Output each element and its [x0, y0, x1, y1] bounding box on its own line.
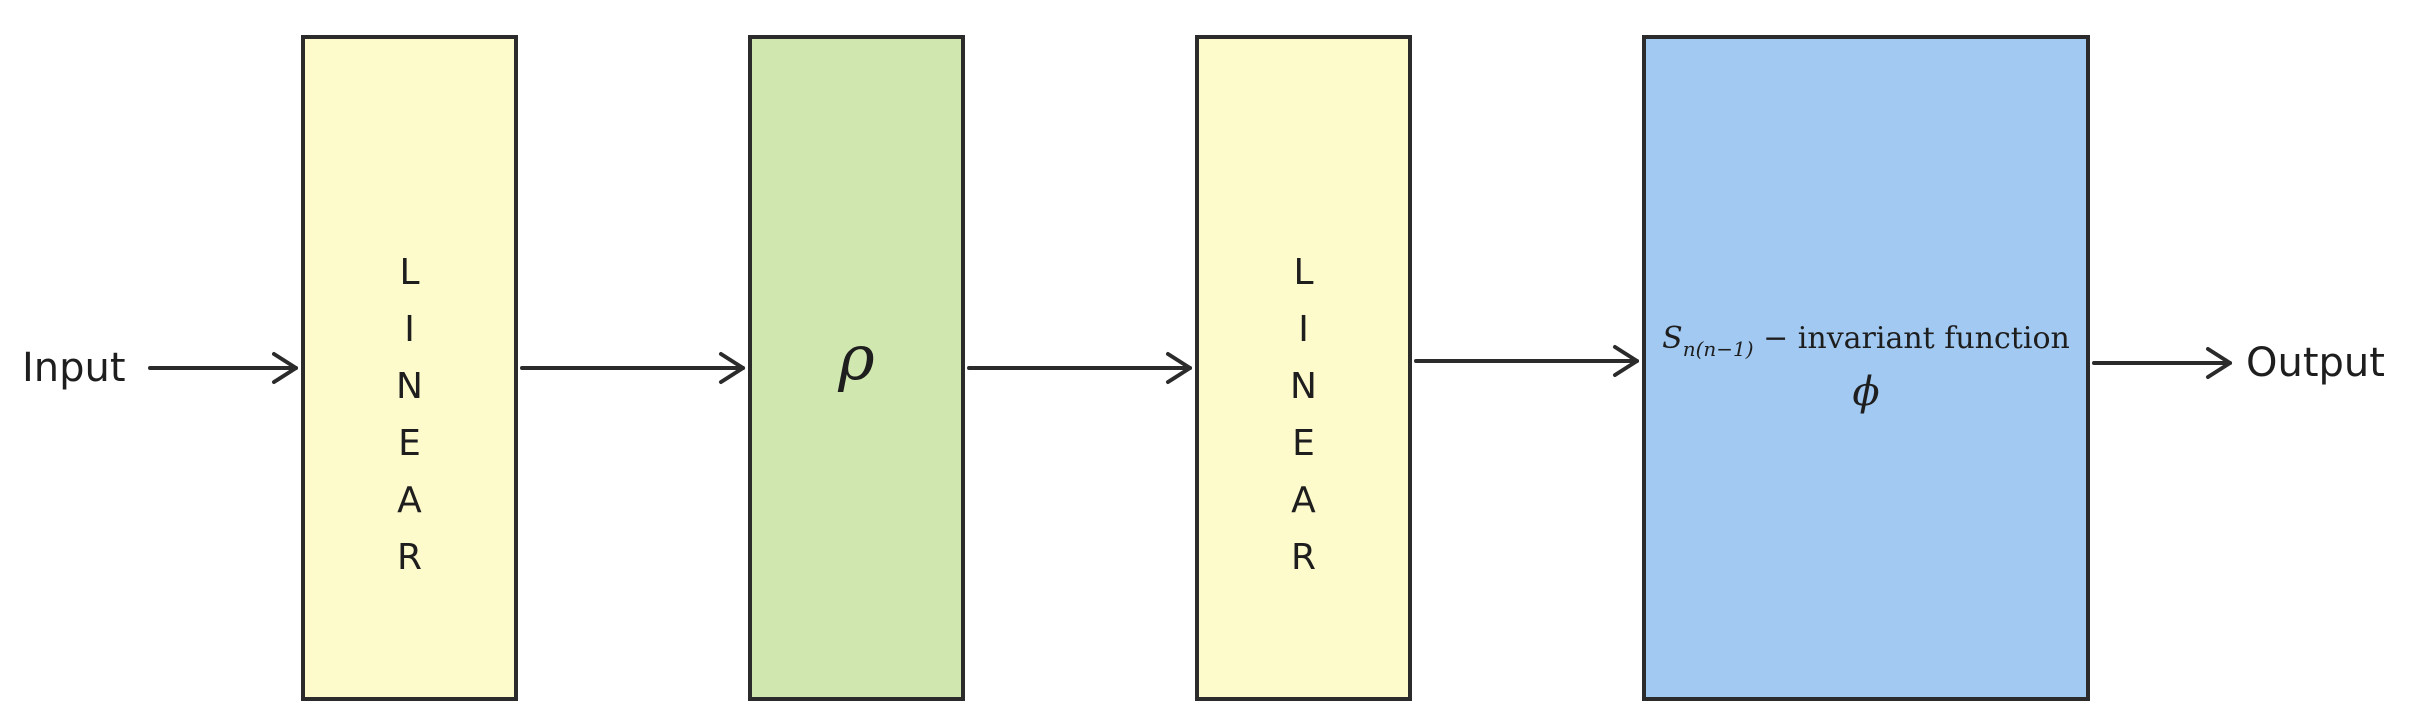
- linear-1-letter: R: [396, 537, 422, 578]
- invariant-function-title: Sn(n−1) − invariant function: [1646, 321, 2086, 361]
- linear-block-2: L I N E A R: [1195, 35, 1412, 701]
- linear-1-letter: A: [397, 480, 422, 521]
- linear-2-letter: I: [1298, 309, 1309, 350]
- linear-2-letter: L: [1293, 252, 1314, 293]
- invariant-title-rest: − invariant function: [1753, 321, 2070, 356]
- output-label: Output: [2246, 340, 2385, 386]
- linear-1-letter: I: [404, 309, 415, 350]
- linear-1-letter: L: [399, 252, 420, 293]
- arrow-rho-to-linear-2: [967, 352, 1192, 384]
- linear-1-letter: E: [398, 423, 421, 464]
- arrow-input-to-linear-1: [148, 352, 298, 384]
- invariant-subscript: n(n−1): [1682, 337, 1754, 361]
- linear-2-letter: N: [1290, 366, 1317, 407]
- linear-2-letter: R: [1290, 537, 1316, 578]
- input-label: Input: [22, 345, 126, 391]
- linear-block-1-label: L I N E A R: [305, 244, 514, 586]
- linear-1-letter: N: [396, 366, 423, 407]
- linear-block-2-label: L I N E A R: [1199, 244, 1408, 586]
- linear-2-letter: E: [1292, 423, 1315, 464]
- phi-symbol: ϕ: [1852, 369, 1880, 415]
- rho-symbol: ρ: [838, 321, 875, 394]
- invariant-s-symbol: S: [1662, 321, 1683, 356]
- arrow-linear-1-to-rho: [520, 352, 745, 384]
- rho-block: ρ: [748, 35, 965, 701]
- invariant-function-block: Sn(n−1) − invariant function ϕ: [1642, 35, 2090, 701]
- arrow-linear-2-to-invariant: [1414, 345, 1639, 377]
- arrow-invariant-to-output: [2092, 347, 2232, 379]
- linear-2-letter: A: [1291, 480, 1316, 521]
- linear-block-1: L I N E A R: [301, 35, 518, 701]
